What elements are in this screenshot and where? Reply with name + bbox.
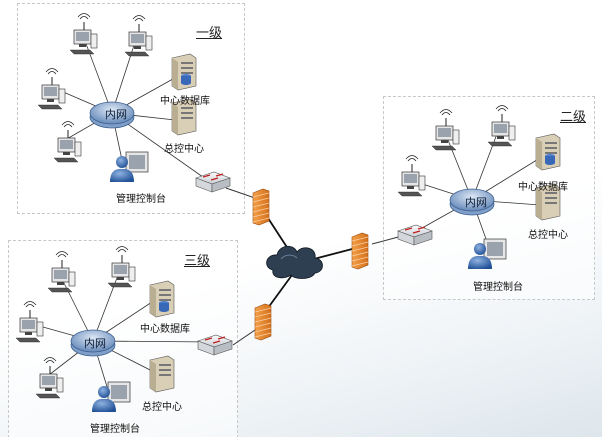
workstation-icon bbox=[397, 155, 426, 197]
admin-console-icon bbox=[92, 381, 131, 412]
firewall-icon bbox=[254, 303, 272, 341]
workstation-icon bbox=[37, 68, 66, 110]
admin-console-icon bbox=[110, 151, 149, 182]
workstation-icon bbox=[107, 246, 136, 288]
internet-cloud-icon bbox=[266, 245, 323, 279]
database-icon bbox=[181, 74, 191, 85]
db-label-3: 中心数据库 bbox=[140, 324, 190, 335]
server-icon bbox=[171, 98, 197, 136]
workstation-icon bbox=[69, 13, 98, 55]
console-label-2: 管理控制台 bbox=[473, 282, 523, 293]
database-icon bbox=[159, 301, 169, 312]
workstation-icon bbox=[35, 357, 64, 399]
server-icon bbox=[535, 183, 561, 221]
db-label-1: 中心数据库 bbox=[160, 96, 210, 107]
workstation-icon bbox=[487, 105, 516, 147]
hub-label-2: 内网 bbox=[465, 196, 487, 209]
switch-icon bbox=[197, 334, 233, 356]
hub-label-1: 内网 bbox=[105, 108, 127, 121]
zone-title-level-1: 一级 bbox=[196, 26, 223, 41]
lan-hub-icon bbox=[70, 329, 116, 357]
database-icon bbox=[545, 154, 555, 165]
control-label-3: 总控中心 bbox=[142, 402, 182, 413]
console-label-1: 管理控制台 bbox=[116, 194, 166, 205]
server-icon bbox=[149, 355, 175, 393]
firewall-icon bbox=[351, 232, 369, 270]
switch-icon bbox=[397, 224, 433, 246]
lan-hub-icon bbox=[89, 101, 135, 129]
firewall-icon bbox=[252, 188, 270, 226]
zone-title-level-3: 三级 bbox=[184, 254, 211, 269]
workstation-icon bbox=[15, 301, 44, 343]
workstation-icon bbox=[431, 109, 460, 151]
admin-console-icon bbox=[468, 238, 507, 269]
control-label-1: 总控中心 bbox=[164, 144, 204, 155]
workstation-icon bbox=[47, 251, 76, 293]
control-label-2: 总控中心 bbox=[528, 230, 568, 241]
workstation-icon bbox=[124, 15, 153, 57]
hub-label-3: 内网 bbox=[84, 337, 106, 350]
workstation-icon bbox=[53, 121, 82, 163]
db-label-2: 中心数据库 bbox=[518, 182, 568, 193]
lan-hub-icon bbox=[449, 188, 495, 216]
switch-icon bbox=[195, 171, 231, 193]
zone-title-level-2: 二级 bbox=[560, 110, 587, 125]
console-label-3: 管理控制台 bbox=[90, 424, 140, 435]
